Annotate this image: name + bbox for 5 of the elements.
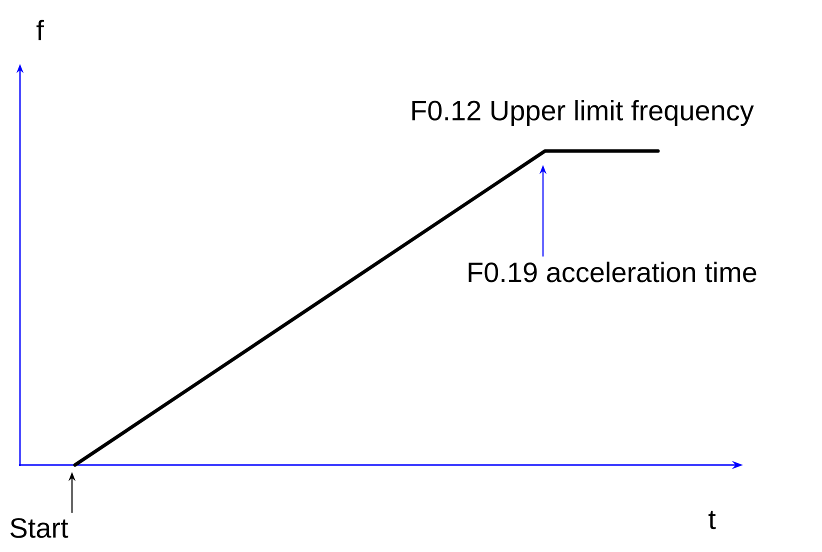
parameter-label: F0.12 Upper limit frequency <box>412 100 754 126</box>
axis-label: t <box>708 510 716 530</box>
parameter-label: F0.19 acceleration time <box>468 262 756 282</box>
axis-label: f <box>36 20 44 40</box>
start-label: Start <box>10 518 68 538</box>
